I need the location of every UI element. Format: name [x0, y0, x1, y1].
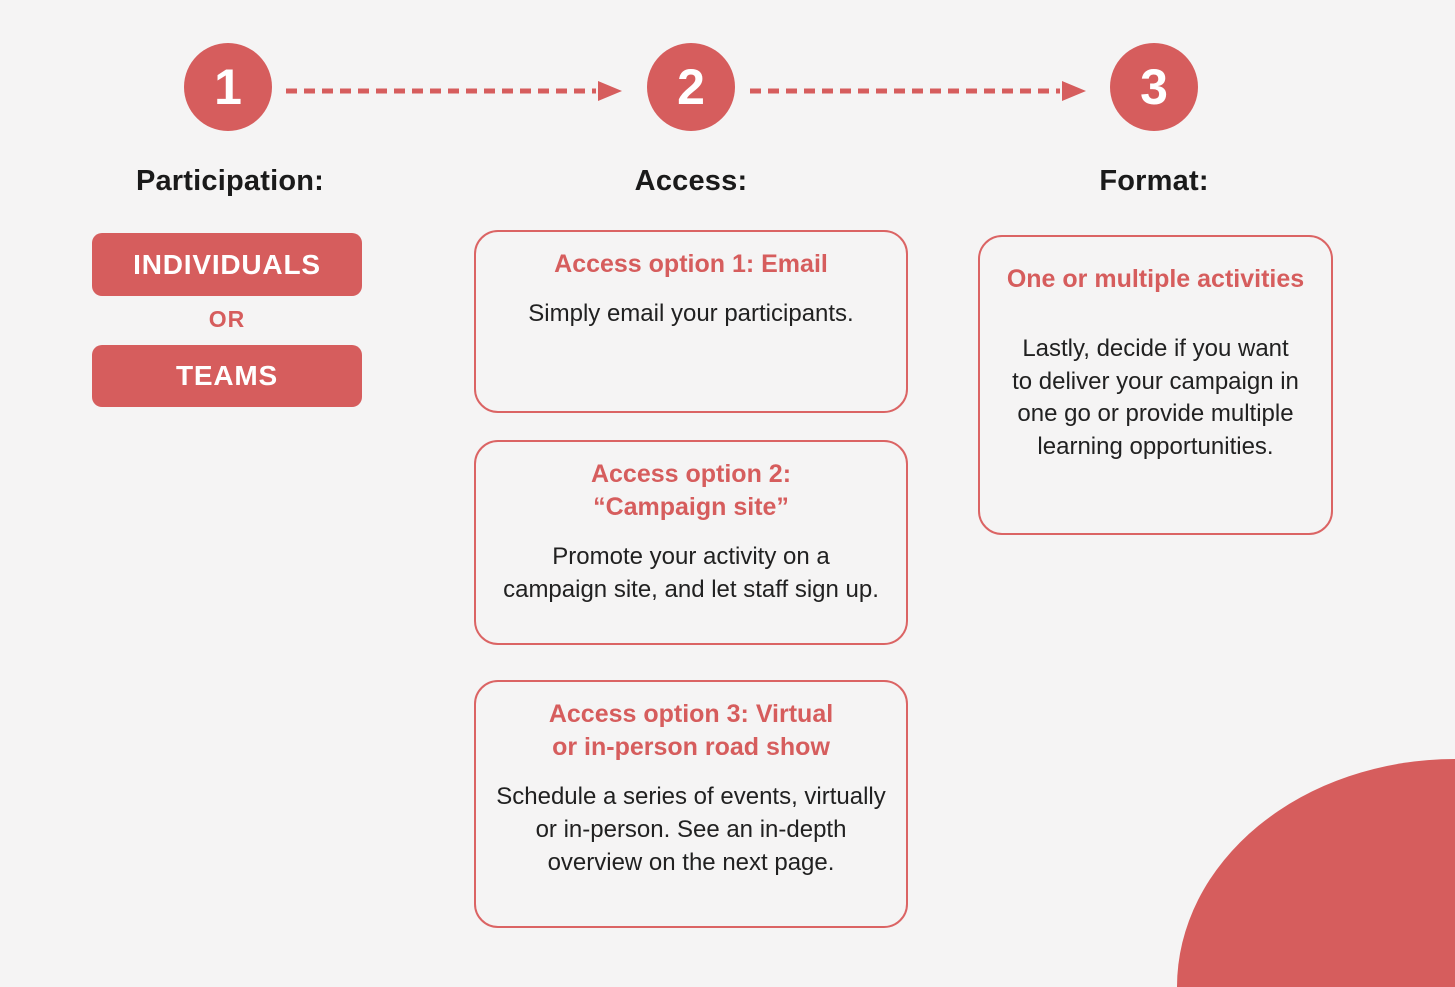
participation-heading: Participation:: [135, 165, 325, 197]
access-card-road-show-title: Access option 3: Virtual or in-person ro…: [548, 700, 834, 761]
individuals-button: INDIVIDUALS: [92, 233, 362, 296]
or-separator: OR: [208, 306, 246, 332]
access-card-email-body: Simply email your participants.: [528, 300, 854, 327]
format-card-activities-body: Lastly, decide if you want to deliver yo…: [1012, 335, 1299, 460]
access-card-campaign-site-title: Access option 2: “Campaign site”: [590, 460, 792, 521]
access-card-road-show-body: Schedule a series of events, virtually o…: [496, 783, 886, 876]
format-card-activities: One or multiple activities Lastly, decid…: [978, 235, 1333, 535]
dashed-arrow-2-to-3: [750, 81, 1086, 101]
step-circle-3: 3: [1110, 43, 1198, 131]
access-card-email: Access option 1: Email Simply email your…: [474, 230, 908, 413]
step-circle-1: 1: [184, 43, 272, 131]
format-card-activities-title: One or multiple activities: [1006, 265, 1305, 293]
step-number: 1: [214, 59, 242, 115]
access-card-road-show: Access option 3: Virtual or in-person ro…: [474, 680, 908, 928]
format-heading: Format:: [1099, 165, 1209, 197]
dashed-arrow-1-to-2: [286, 81, 622, 101]
access-card-campaign-site-body: Promote your activity on a campaign site…: [503, 543, 879, 603]
corner-quarter-circle-decoration: [1177, 759, 1455, 987]
access-card-email-title: Access option 1: Email: [554, 250, 828, 278]
step-number: 3: [1140, 59, 1168, 115]
step-number: 2: [677, 59, 705, 115]
access-heading: Access:: [634, 165, 748, 197]
access-card-campaign-site: Access option 2: “Campaign site” Promote…: [474, 440, 908, 645]
step-circle-2: 2: [647, 43, 735, 131]
teams-button: TEAMS: [92, 345, 362, 407]
